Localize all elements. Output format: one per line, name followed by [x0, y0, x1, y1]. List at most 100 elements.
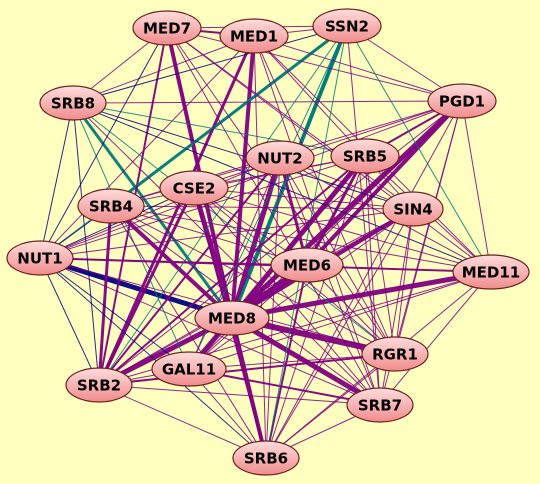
node-srb4[interactable]: SRB4 — [77, 188, 145, 224]
edge-ssn2-srb2 — [98, 25, 348, 386]
node-med11[interactable]: MED11 — [452, 254, 530, 290]
edge-srb6-srb2 — [98, 384, 267, 459]
edge-med7-srb6 — [166, 27, 267, 459]
node-ellipse[interactable] — [77, 188, 145, 224]
node-ellipse[interactable] — [361, 336, 429, 372]
edge-rgr1-srb2 — [98, 353, 396, 386]
edge-srb8-sin4 — [72, 102, 414, 210]
edge-srb7-sin4 — [379, 208, 414, 406]
edge-pgd1-srb6 — [265, 100, 463, 459]
node-ellipse[interactable] — [312, 8, 382, 44]
node-ssn2[interactable]: SSN2 — [312, 8, 382, 44]
node-label: MED7 — [143, 20, 191, 38]
edge-nut1-gal11 — [39, 257, 190, 370]
edge-med6-nut2 — [278, 156, 309, 267]
node-label: CSE2 — [173, 180, 216, 198]
edge-srb5-rgr1 — [364, 155, 396, 355]
node-ellipse[interactable] — [330, 138, 400, 174]
node-ellipse[interactable] — [159, 170, 229, 206]
edge-srb8-srb7 — [72, 102, 381, 406]
edge-med1-pgd1 — [253, 35, 463, 102]
edge-med8-srb8 — [71, 101, 234, 320]
edge-nut1-med1 — [39, 35, 255, 259]
node-ellipse[interactable] — [6, 240, 74, 276]
node-ellipse[interactable] — [427, 83, 497, 119]
edge-srb8-ssn2 — [72, 25, 348, 104]
node-ellipse[interactable] — [346, 387, 414, 423]
edge-pgd1-cse2 — [193, 100, 463, 189]
node-nut2[interactable]: NUT2 — [245, 140, 315, 176]
node-med7[interactable]: MED7 — [132, 10, 202, 46]
node-label: SRB7 — [358, 397, 402, 415]
node-label: SRB5 — [343, 148, 387, 166]
edge-med7-pgd1 — [166, 27, 463, 102]
edge-pgd1-srb2 — [98, 100, 463, 386]
edge-srb4-sin4 — [110, 205, 414, 210]
node-ellipse[interactable] — [245, 140, 315, 176]
node-ellipse[interactable] — [219, 18, 289, 54]
node-med1[interactable]: MED1 — [219, 18, 289, 54]
edge-nut1-med6 — [39, 257, 308, 266]
edge-pgd1-nut1 — [39, 100, 463, 259]
edge-srb6-sin4 — [265, 208, 414, 459]
node-rgr1[interactable]: RGR1 — [361, 336, 429, 372]
node-ellipse[interactable] — [382, 191, 444, 227]
edge-med8-srb7 — [229, 315, 383, 408]
node-sin4[interactable]: SIN4 — [382, 191, 444, 227]
edge-nut1-srb5 — [39, 155, 366, 259]
edge-srb4-rgr1 — [110, 205, 396, 355]
edge-srb6-srb4 — [110, 205, 267, 459]
node-ellipse[interactable] — [270, 247, 344, 283]
edge-nut1-sin4 — [39, 208, 414, 259]
node-srb7[interactable]: SRB7 — [346, 387, 414, 423]
node-label: SRB4 — [89, 198, 133, 216]
edge-nut2-srb2 — [98, 157, 281, 386]
node-med6[interactable]: MED6 — [270, 247, 344, 283]
node-ellipse[interactable] — [132, 10, 202, 46]
node-gal11[interactable]: GAL11 — [151, 351, 227, 387]
node-srb2[interactable]: SRB2 — [65, 367, 133, 403]
edge-pgd1-med11 — [461, 100, 492, 273]
edge-med11-srb7 — [379, 271, 492, 406]
node-cse2[interactable]: CSE2 — [159, 170, 229, 206]
node-label: NUT2 — [257, 150, 302, 168]
node-label: PGD1 — [439, 93, 485, 111]
edge-med1-srb6 — [253, 35, 267, 459]
node-med8[interactable]: MED8 — [194, 300, 270, 336]
node-nut1[interactable]: NUT1 — [6, 240, 74, 276]
node-label: SIN4 — [393, 201, 432, 219]
node-srb6[interactable]: SRB6 — [232, 440, 300, 476]
node-label: MED11 — [462, 264, 521, 282]
node-srb8[interactable]: SRB8 — [39, 85, 107, 121]
edge-srb7-cse2 — [193, 187, 381, 406]
edge-med7-rgr1 — [166, 27, 396, 355]
node-ellipse[interactable] — [194, 300, 270, 336]
edge-med7-srb7 — [166, 27, 381, 406]
edge-srb5-med6 — [305, 154, 367, 267]
node-label: SSN2 — [325, 18, 369, 36]
node-ellipse[interactable] — [151, 351, 227, 387]
node-label: GAL11 — [162, 361, 216, 379]
edge-srb6-rgr1 — [265, 353, 396, 459]
edge-nut1-srb2 — [39, 257, 100, 386]
node-label: SRB6 — [244, 450, 288, 468]
node-ellipse[interactable] — [232, 440, 300, 476]
edge-med1-srb2 — [97, 34, 256, 387]
edge-srb8-rgr1 — [72, 102, 396, 355]
node-srb5[interactable]: SRB5 — [330, 138, 400, 174]
edge-srb8-gal11 — [72, 102, 190, 370]
edge-med11-cse2 — [193, 187, 492, 273]
edge-med8-nut1 — [37, 255, 235, 321]
node-label: MED8 — [208, 310, 256, 328]
node-ellipse[interactable] — [65, 367, 133, 403]
edge-med1-sin4 — [253, 35, 414, 210]
edge-srb8-srb5 — [72, 102, 366, 157]
edge-ssn2-med11 — [346, 25, 492, 273]
node-ellipse[interactable] — [452, 254, 530, 290]
edge-med11-srb4 — [110, 205, 492, 273]
node-ellipse[interactable] — [39, 85, 107, 121]
node-pgd1[interactable]: PGD1 — [427, 83, 497, 119]
